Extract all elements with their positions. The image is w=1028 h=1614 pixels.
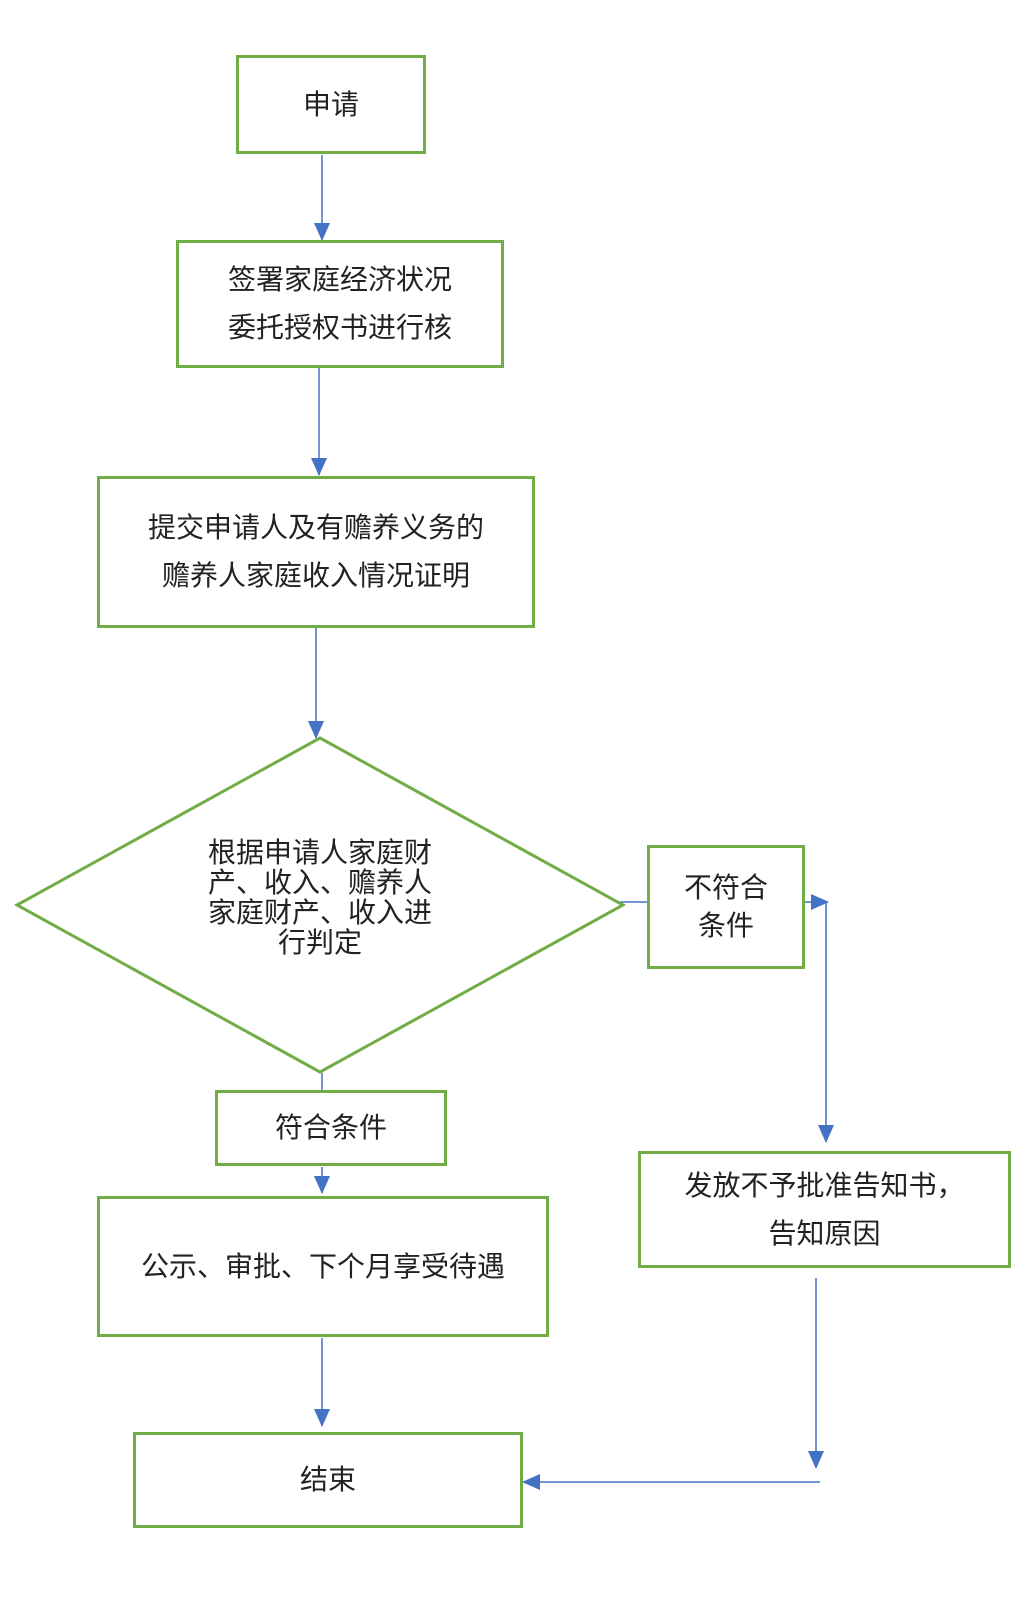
publicize-box: 公示、审批、下个月享受待遇 — [97, 1196, 549, 1337]
decision-label-line2: 产、收入、赡养人 — [207, 866, 432, 899]
publicize-label: 公示、审批、下个月享受待遇 — [140, 1249, 505, 1283]
not-qualified-line1: 不符合 — [683, 871, 768, 904]
decision-label-line3: 家庭财产、收入进 — [207, 896, 432, 929]
not-qualified-line2: 条件 — [697, 909, 754, 942]
decision-label-line1: 根据申请人家庭财 — [207, 836, 432, 869]
not-qualified-box: 不符合 条件 — [647, 845, 805, 969]
sign-box: 签署家庭经济状况 委托授权书进行核 — [176, 240, 504, 368]
decision-diamond — [13, 736, 627, 1074]
decision-label-line4: 行判定 — [277, 926, 362, 959]
notice-label-line2: 告知原因 — [768, 1216, 881, 1250]
submit-box: 提交申请人及有赡养义务的 赡养人家庭收入情况证明 — [97, 476, 535, 628]
qualified-box: 符合条件 — [215, 1090, 447, 1166]
notice-label-line1: 发放不予批准告知书， — [684, 1168, 965, 1202]
end-label: 结束 — [299, 1463, 356, 1496]
submit-label-line1: 提交申请人及有赡养义务的 — [147, 511, 484, 544]
notice-box: 发放不予批准告知书， 告知原因 — [638, 1151, 1011, 1268]
end-box: 结束 — [133, 1432, 523, 1528]
apply-box: 申请 — [236, 55, 426, 154]
qualified-label: 符合条件 — [274, 1111, 387, 1144]
apply-label: 申请 — [302, 87, 359, 121]
sign-label-line1: 签署家庭经济状况 — [227, 263, 452, 296]
submit-label-line2: 赡养人家庭收入情况证明 — [161, 559, 470, 592]
decision-label: 根据申请人家庭财 产、收入、赡养人 家庭财产、收入进 行判定 — [170, 838, 470, 958]
sign-label-line2: 委托授权书进行核 — [227, 311, 452, 344]
